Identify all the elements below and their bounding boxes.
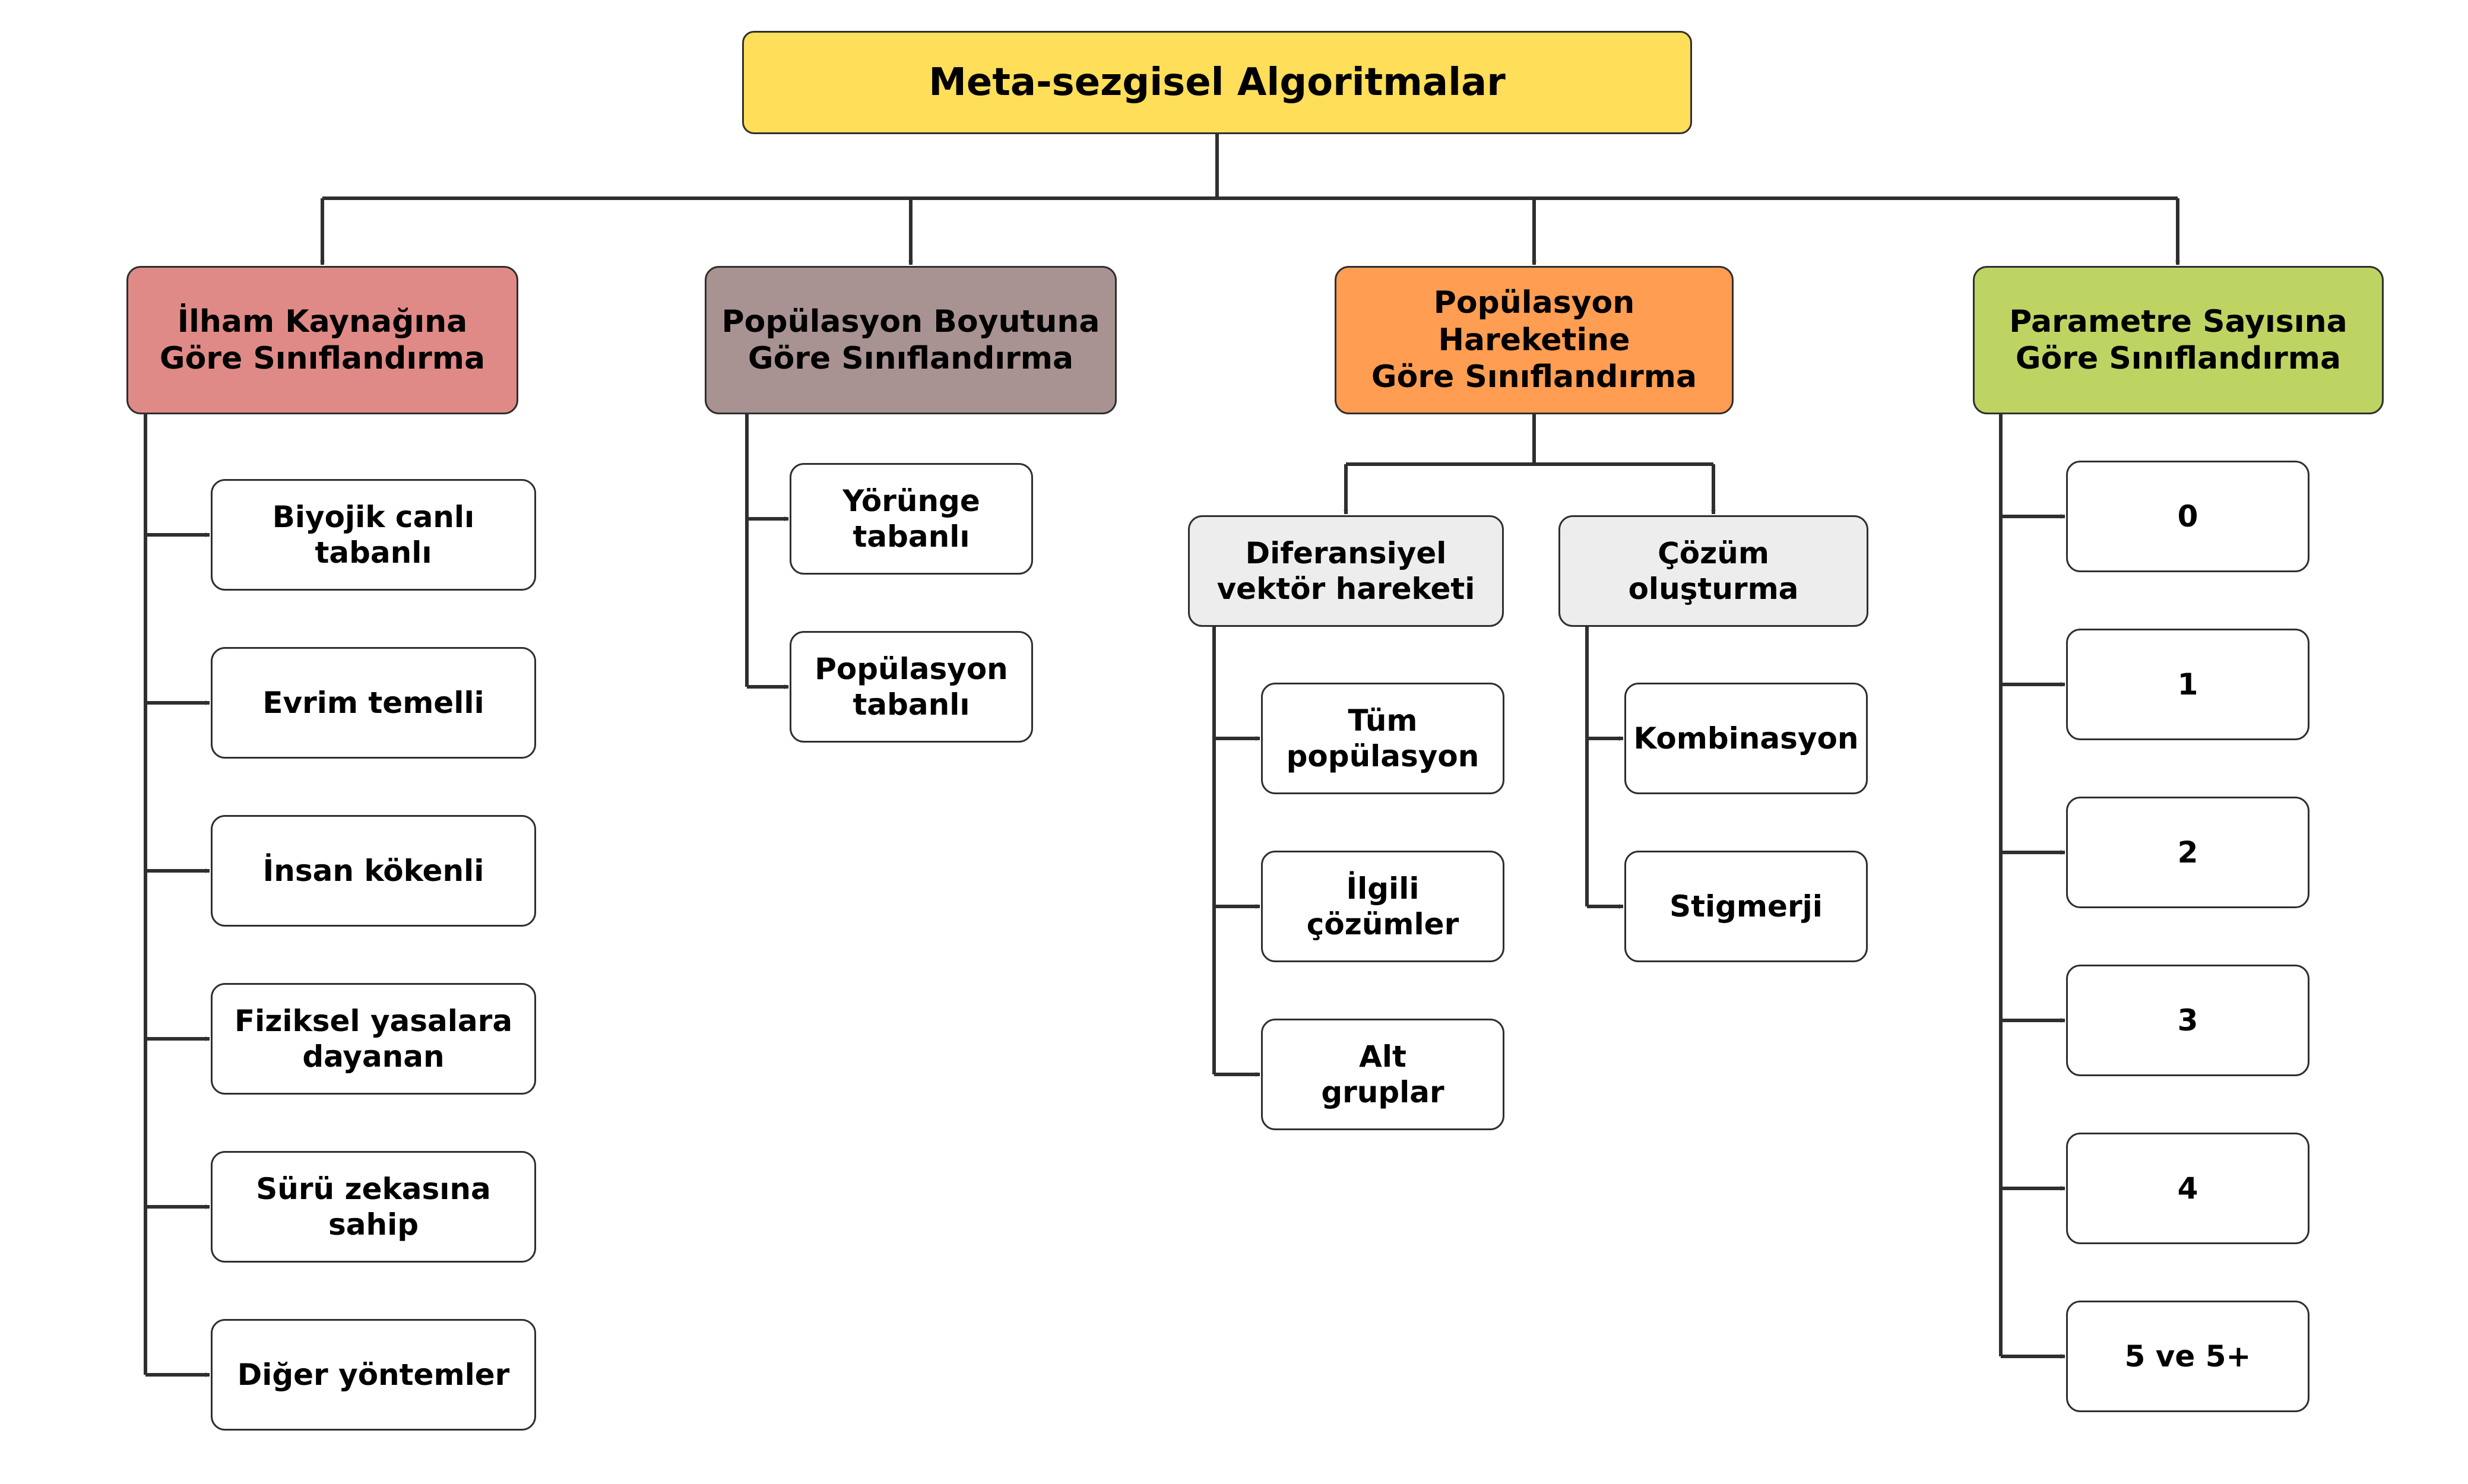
- leaf-param-5-plus: 5 ve 5+: [2066, 1301, 2309, 1412]
- leaf-biological: Biyojik canlı tabanlı: [211, 479, 536, 591]
- leaf-physical-laws: Fiziksel yasalara dayanan: [211, 983, 536, 1095]
- category-population-size: Popülasyon Boyutuna Göre Sınıflandırma: [705, 266, 1117, 414]
- leaf-trajectory-based: Yörünge tabanlı: [790, 463, 1033, 575]
- category-population-movement: Popülasyon Hareketine Göre Sınıflandırma: [1335, 266, 1734, 414]
- leaf-human-origin: İnsan kökenli: [211, 815, 536, 927]
- subgroup-solution-construction: Çözüm oluşturma: [1558, 515, 1868, 627]
- leaf-param-0: 0: [2066, 461, 2309, 572]
- leaf-evolution: Evrim temelli: [211, 647, 536, 759]
- leaf-combination: Kombinasyon: [1624, 683, 1868, 794]
- leaf-swarm-intelligence: Sürü zekasına sahip: [211, 1151, 536, 1263]
- leaf-relevant-solutions: İlgili çözümler: [1261, 851, 1504, 962]
- leaf-other-methods: Diğer yöntemler: [211, 1319, 536, 1431]
- category-inspiration-source: İlham Kaynağına Göre Sınıflandırma: [126, 266, 518, 414]
- leaf-param-3: 3: [2066, 965, 2309, 1076]
- leaf-stigmergy: Stigmerji: [1624, 851, 1868, 962]
- leaf-subgroups: Alt gruplar: [1261, 1019, 1504, 1130]
- leaf-param-4: 4: [2066, 1133, 2309, 1244]
- leaf-param-1: 1: [2066, 629, 2309, 740]
- leaf-param-2: 2: [2066, 797, 2309, 908]
- subgroup-differential-vector: Diferansiyel vektör hareketi: [1188, 515, 1504, 627]
- leaf-whole-population: Tüm popülasyon: [1261, 683, 1504, 794]
- leaf-population-based: Popülasyon tabanlı: [790, 631, 1033, 743]
- category-parameter-count: Parametre Sayısına Göre Sınıflandırma: [1973, 266, 2384, 414]
- root-node: Meta-sezgisel Algoritmalar: [742, 31, 1692, 134]
